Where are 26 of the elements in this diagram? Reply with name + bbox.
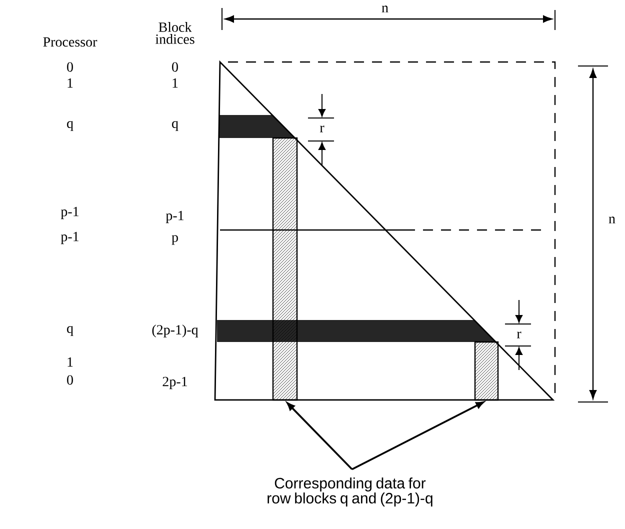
hatched-column <box>272 137 298 401</box>
index-label: p-1 <box>60 232 78 244</box>
index-label: p-1 <box>60 206 78 220</box>
index-label: 2p-1 <box>162 376 187 390</box>
dimension-label: n <box>608 216 616 224</box>
index-label: q <box>172 121 178 131</box>
arrow <box>286 402 353 470</box>
hatched-column <box>474 341 499 401</box>
dimension-label: n <box>382 6 388 12</box>
index-label: 0 <box>67 375 73 385</box>
arrow <box>352 401 484 470</box>
dimension-label: r <box>320 126 324 132</box>
index-label: 1 <box>68 78 73 88</box>
column-heading: Processor <box>43 37 98 47</box>
index-label: 1 <box>172 78 178 88</box>
column-heading: Block indices <box>155 22 194 44</box>
index-label: 1 <box>68 357 73 367</box>
dimension-label: r <box>516 332 522 338</box>
index-label: p-1 <box>166 210 184 224</box>
index-label: 0 <box>67 62 73 72</box>
index-label: q <box>67 326 74 336</box>
index-label: (2p-1)-q <box>152 324 198 338</box>
index-label: p <box>172 235 178 245</box>
caption-text: Corresponding data for row blocks q and (2p-1)-q <box>268 478 432 506</box>
index-label: 0 <box>172 62 178 72</box>
index-label: q <box>67 121 74 131</box>
